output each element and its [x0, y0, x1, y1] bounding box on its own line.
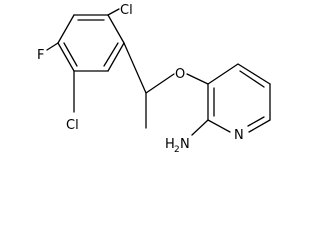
atom-label-cl-bottom: Cl: [66, 118, 79, 133]
atom-label-oxygen: O: [175, 67, 185, 82]
bond-pyridine-5: [207, 119, 231, 133]
bond-benzene-2: [107, 14, 125, 44]
bond-to-fluorine: [46, 42, 59, 51]
bond-carbon-oxygen: [145, 73, 175, 94]
bond-pyridine-4: [248, 119, 271, 133]
double-bond-pyridine-bottom: [247, 116, 265, 127]
atom-label-cl-top: Cl: [120, 3, 133, 18]
bond-to-cl-top: [107, 8, 120, 16]
bond-to-chiral-carbon: [123, 42, 147, 94]
benzene-ring: [57, 14, 125, 72]
atom-label-fluorine: F: [37, 48, 44, 63]
atom-label-amine-subscript: 2: [174, 145, 180, 155]
bond-benzene-5: [57, 42, 75, 72]
atom-label-ring-n: N: [234, 128, 244, 143]
bond-oxygen-pyridine: [186, 73, 209, 85]
bond-pyridine-1: [207, 63, 239, 85]
bond-to-amine: [191, 119, 209, 136]
double-bond-benzene-left: [63, 42, 78, 67]
atom-label-amine-n: N: [180, 137, 190, 152]
atom-label-amine-h: H: [165, 137, 175, 152]
pyridine-ring: [207, 63, 271, 133]
bond-benzene-6: [57, 14, 75, 44]
double-bond-pyridine-top: [239, 70, 265, 88]
double-bond-benzene-right: [103, 42, 119, 67]
chemical-structure-diagram: Cl F Cl O H 2 N N: [37, 3, 271, 155]
bond-benzene-3: [107, 42, 125, 72]
bond-pyridine-2: [237, 63, 271, 85]
